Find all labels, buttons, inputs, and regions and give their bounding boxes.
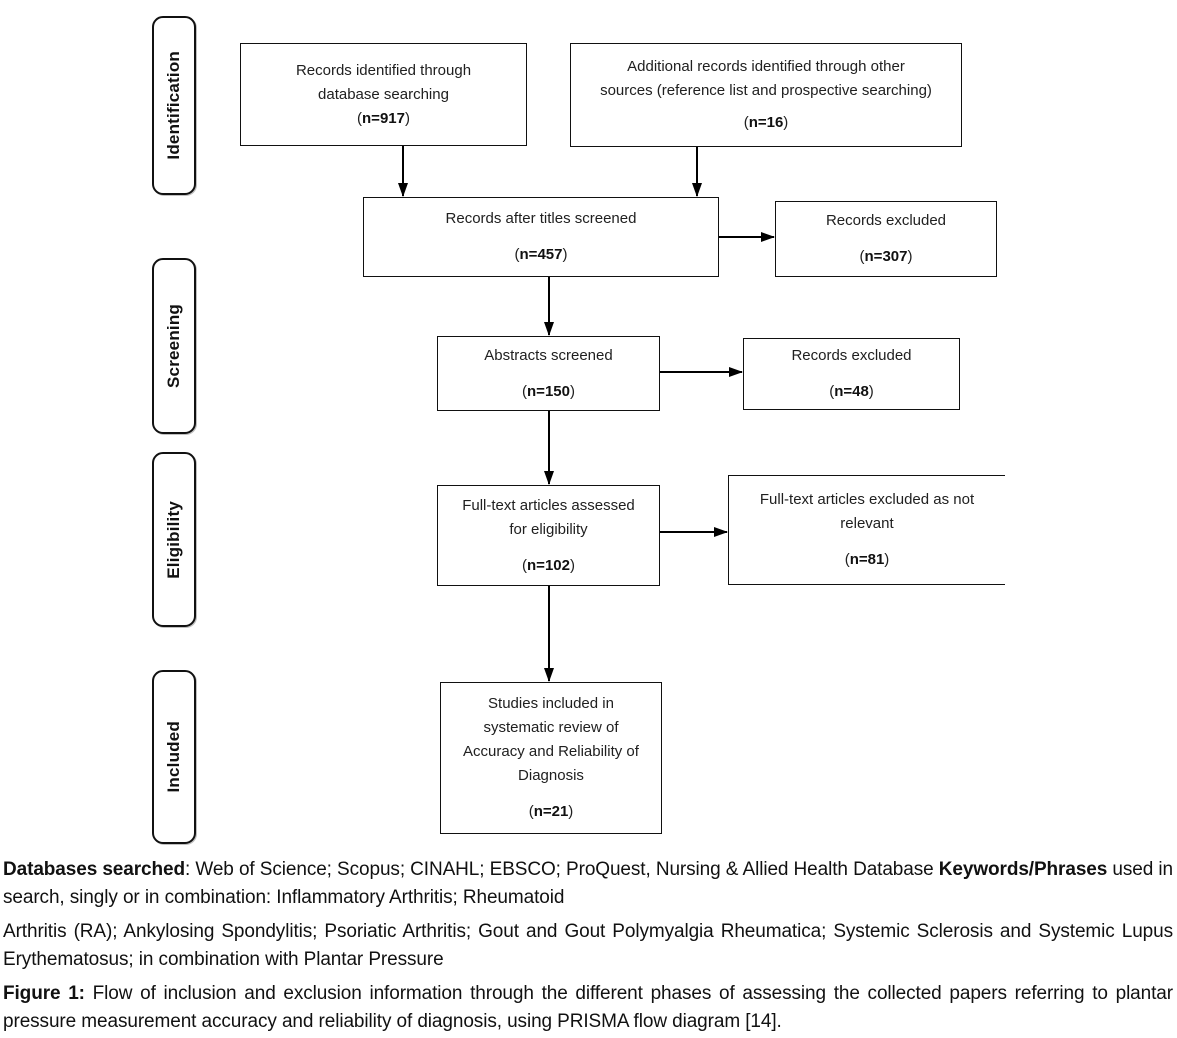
flow-box-text: Records excluded [825, 212, 947, 229]
paren-open: ( [829, 383, 835, 400]
databases-searched-list: : Web of Science; Scopus; CINAHL; EBSCO;… [184, 859, 939, 880]
stage-pill-identification: Identification [152, 16, 196, 195]
figure-caption: Figure 1: Flow of inclusion and exclusio… [3, 980, 1173, 1036]
paren-close: ) [562, 246, 568, 263]
figure-caption-text: Flow of inclusion and exclusion informat… [3, 983, 1173, 1032]
paren-close: ) [568, 803, 574, 820]
flow-box-count: (n=150) [522, 380, 575, 404]
flow-box-count: (n=457) [515, 243, 568, 267]
flow-box-text: Additional records identified through ot… [600, 58, 932, 99]
paren-open: ( [522, 382, 528, 400]
stage-label-screening: Screening [164, 304, 183, 388]
paren-close: ) [569, 556, 575, 574]
flow-box-count: (n=102) [522, 554, 575, 578]
databases-searched-label: Databases searched [3, 859, 185, 880]
stage-label-eligibility: Eligibility [164, 500, 183, 579]
flow-box-excluded-fulltext: Full-text articles excluded as not relev… [728, 475, 1005, 585]
flow-box-records-identified: Records identified through database sear… [240, 43, 527, 146]
flow-box-excluded-titles: Records excluded (n=307) [775, 201, 997, 277]
flow-box-text: Full-text articles assessed for eligibil… [462, 496, 635, 538]
count-value: n=48 [834, 383, 869, 400]
flow-box-text: Abstracts screened [484, 346, 613, 364]
flow-box-count: (n=917) [357, 107, 410, 131]
paren-open: ( [844, 551, 850, 568]
paren-close: ) [868, 383, 874, 400]
stage-label-included: Included [164, 721, 183, 793]
stage-pill-screening: Screening [152, 258, 196, 434]
databases-searched-paragraph: Databases searched: Web of Science; Scop… [3, 856, 1173, 912]
paren-open: ( [357, 109, 363, 127]
paren-open: ( [528, 803, 534, 820]
paren-close: ) [783, 114, 789, 131]
flow-box-fulltext-assessed: Full-text articles assessed for eligibil… [437, 485, 660, 586]
flow-box-text: Studies included in systematic review of… [463, 695, 639, 784]
flow-box-titles-screened: Records after titles screened (n=457) [363, 197, 719, 277]
flow-box-studies-included: Studies included in systematic review of… [440, 682, 662, 834]
flow-box-additional-records: Additional records identified through ot… [570, 43, 962, 147]
paren-open: ( [514, 246, 520, 263]
keywords-phrases-label: Keywords/Phrases [938, 859, 1108, 880]
count-value: n=307 [864, 248, 908, 265]
flow-box-text: Records identified through database sear… [295, 61, 472, 103]
flow-box-count: (n=21) [529, 800, 574, 824]
paren-open: ( [522, 556, 528, 574]
flow-box-text: Records excluded [791, 347, 912, 364]
flow-box-count: (n=81) [845, 548, 890, 572]
keywords-usage-text: used in search, singly or in combination… [3, 859, 1173, 908]
paren-close: ) [569, 382, 575, 400]
paren-close: ) [404, 109, 410, 127]
flow-box-abstracts-screened: Abstracts screened (n=150) [437, 336, 660, 411]
figure-caption-label: Figure 1: [3, 983, 85, 1004]
paren-open: ( [743, 114, 749, 131]
count-value: n=21 [533, 803, 569, 820]
stage-pill-included: Included [152, 670, 196, 844]
count-value: n=81 [849, 551, 885, 568]
count-value: n=16 [748, 114, 784, 131]
count-value: n=102 [527, 556, 570, 574]
figure-notes: Databases searched: Web of Science; Scop… [3, 856, 1173, 1038]
flow-box-count: (n=16) [744, 111, 789, 135]
count-value: n=150 [527, 382, 570, 400]
flow-box-text: Records after titles screened [445, 210, 637, 227]
paren-close: ) [907, 248, 913, 265]
count-value: n=457 [519, 246, 563, 263]
stage-label-identification: Identification [164, 51, 183, 160]
flow-box-text: Full-text articles excluded as not relev… [759, 491, 975, 532]
paren-close: ) [884, 551, 890, 568]
flow-box-count: (n=307) [860, 245, 913, 269]
flow-box-count: (n=48) [829, 380, 874, 404]
keywords-list: Arthritis (RA); Ankylosing Spondylitis; … [3, 921, 1173, 970]
count-value: n=917 [362, 109, 405, 127]
stage-pill-eligibility: Eligibility [152, 452, 196, 627]
paren-open: ( [859, 248, 865, 265]
keywords-paragraph: Arthritis (RA); Ankylosing Spondylitis; … [3, 918, 1173, 974]
flow-box-excluded-abstracts: Records excluded (n=48) [743, 338, 960, 410]
